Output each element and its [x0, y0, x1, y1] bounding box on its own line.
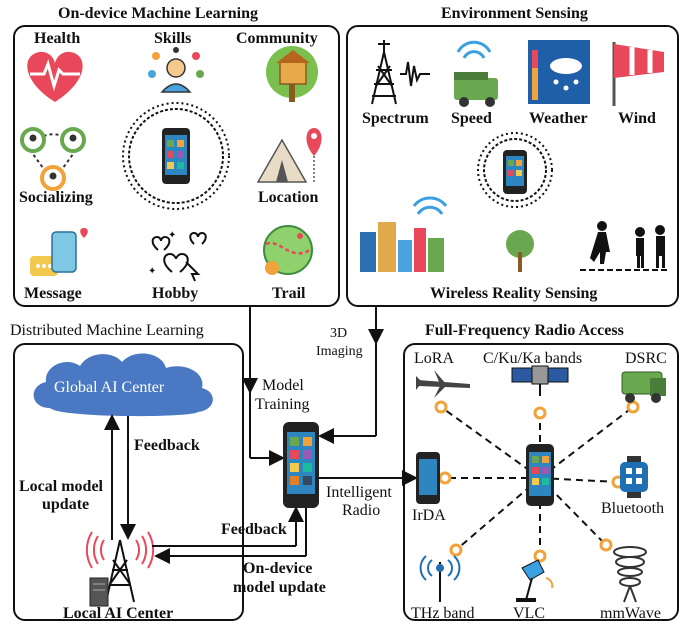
spectrum-icon — [371, 40, 430, 105]
label-health: Health — [34, 30, 81, 47]
irda-phone-icon — [416, 452, 440, 504]
label-skills: Skills — [154, 30, 192, 47]
trail-icon — [263, 225, 313, 275]
label-message: Message — [24, 285, 82, 302]
local-update-line2: update — [42, 496, 90, 513]
bluetooth-watch-icon — [620, 456, 648, 498]
connectors — [104, 307, 418, 564]
odml-panel — [13, 25, 340, 307]
label-community: Community — [236, 30, 318, 47]
odml-title: On-device Machine Learning — [58, 5, 258, 22]
label-mmwave: mmWave — [600, 605, 661, 622]
label-socializing: Socializing — [19, 189, 93, 206]
cloud-icon — [33, 353, 213, 417]
pedestrians-icon — [580, 221, 670, 271]
radio-line1: Intelligent — [326, 484, 392, 501]
label-weather: Weather — [529, 110, 588, 127]
message-icon — [30, 228, 88, 276]
vlc-lamp-icon — [516, 559, 554, 602]
imaging-line1: 3D — [330, 326, 348, 341]
wind-icon — [612, 42, 664, 106]
radio-line2: Radio — [342, 502, 381, 519]
local-update-line1: Local model — [19, 478, 103, 495]
training-phone-icon — [283, 422, 319, 508]
truck-icon — [621, 371, 666, 403]
svg-text:✦: ✦ — [148, 266, 156, 277]
local-ai-center: Local AI Center — [63, 605, 174, 622]
label-hobby: Hobby — [152, 285, 199, 302]
radio-hub-phone-icon — [526, 444, 554, 506]
heart-icon — [27, 51, 83, 102]
label-lora: LoRA — [414, 350, 454, 367]
location-icon — [256, 128, 322, 184]
community-icon — [266, 46, 318, 102]
satellite-icon — [511, 365, 569, 396]
env-phone-starburst — [477, 132, 553, 208]
label-speed: Speed — [451, 110, 492, 127]
imaging-line2: Imaging — [316, 344, 363, 359]
speed-icon — [454, 40, 498, 107]
env-panel — [346, 25, 679, 307]
thz-antenna-icon — [419, 555, 461, 602]
training-line2: Training — [255, 396, 310, 413]
label-wind: Wind — [618, 110, 656, 127]
label-thz: THz band — [411, 605, 475, 622]
hobby-icon: ✦ ✦ — [148, 230, 207, 282]
socializing-icon — [20, 127, 86, 191]
label-location: Location — [258, 189, 319, 206]
dml-feedback: Feedback — [134, 437, 200, 454]
label-irda: IrDA — [412, 507, 446, 524]
drone-icon — [416, 370, 470, 398]
label-trail: Trail — [272, 285, 306, 302]
city-icon — [360, 196, 448, 272]
dml-title: Distributed Machine Learning — [10, 322, 204, 339]
label-cku: C/Ku/Ka bands — [483, 350, 583, 367]
dml-panel — [13, 343, 244, 621]
ondevice-line1: On-device — [243, 560, 313, 577]
label-bluetooth: Bluetooth — [601, 500, 665, 517]
label-vlc: VLC — [513, 605, 545, 622]
label-spectrum: Spectrum — [362, 110, 429, 127]
training-line1: Model — [262, 377, 304, 394]
tree-icon — [506, 230, 534, 272]
mmwave-tower-icon — [613, 546, 647, 603]
tower-icon — [85, 531, 155, 603]
ondevice-line2: model update — [233, 579, 326, 596]
center-feedback: Feedback — [221, 521, 287, 538]
weather-icon — [528, 40, 590, 104]
svg-text:✦: ✦ — [168, 230, 176, 241]
skills-icon — [148, 47, 204, 93]
env-footer: Wireless Reality Sensing — [430, 285, 598, 302]
global-ai-center: Global AI Center — [54, 379, 165, 396]
radio-title: Full-Frequency Radio Access — [425, 322, 624, 339]
env-title: Environment Sensing — [441, 5, 588, 22]
server-icon — [89, 577, 109, 607]
odml-phone-starburst — [122, 102, 230, 210]
label-dsrc: DSRC — [625, 350, 667, 367]
